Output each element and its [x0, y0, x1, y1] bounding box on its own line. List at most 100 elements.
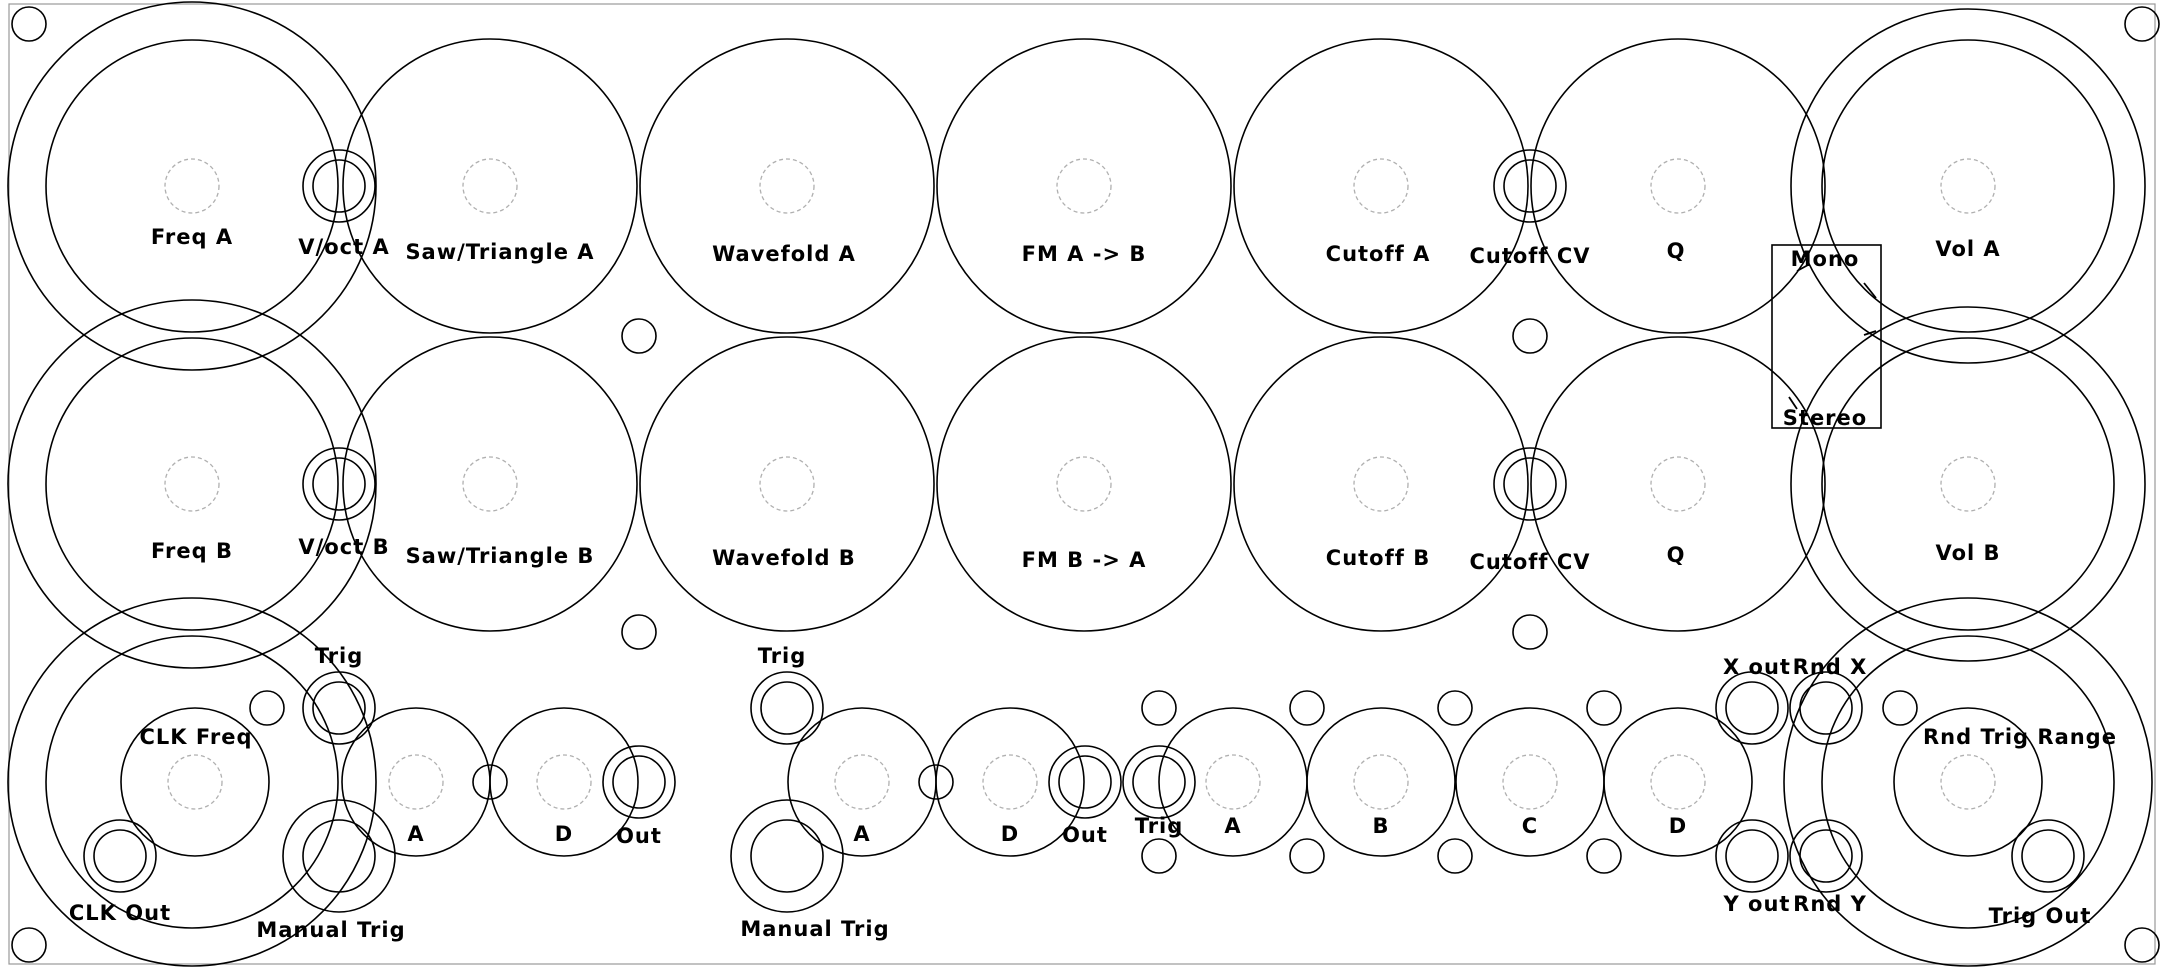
led-row2-right — [1512, 614, 1548, 650]
knob-rnd-trig-range[interactable] — [1893, 707, 2043, 857]
knob-seq-b[interactable] — [1306, 707, 1456, 857]
label-env1-out: Out — [616, 824, 662, 848]
mounting-hole-bottom-right — [2124, 927, 2160, 963]
label-env2-d: D — [1001, 822, 1019, 846]
knob-env2-decay[interactable] — [935, 707, 1085, 857]
panel-outline — [8, 3, 2156, 965]
jack-y-out[interactable] — [1715, 819, 1789, 893]
label-cutoff-b: Cutoff B — [1326, 546, 1430, 570]
jack-clk-out[interactable] — [83, 819, 157, 893]
knob-clk-freq[interactable] — [120, 707, 270, 857]
knob-saw-triangle-b[interactable] — [342, 336, 638, 632]
label-y-out: Y out — [1723, 892, 1791, 916]
led-row2-left — [621, 614, 657, 650]
knob-cutoff-b[interactable] — [1233, 336, 1529, 632]
led-clk — [249, 690, 285, 726]
knob-fm-b-to-a[interactable] — [936, 336, 1232, 632]
jack-trig-out[interactable] — [2011, 819, 2085, 893]
knob-seq-d[interactable] — [1603, 707, 1753, 857]
knob-rnd-trig-range-outer — [1783, 597, 2153, 967]
mounting-hole-bottom-left — [11, 927, 47, 963]
label-q-top: Q — [1667, 239, 1686, 263]
knob-q-b[interactable] — [1530, 336, 1826, 632]
label-freq-a: Freq A — [151, 225, 233, 249]
knob-wavefold-a[interactable] — [639, 38, 935, 334]
label-env1-d: D — [555, 822, 573, 846]
led-seq-bc-bottom — [1437, 838, 1473, 874]
label-mono: Mono — [1791, 247, 1860, 271]
knob-fm-a-to-b[interactable] — [936, 38, 1232, 334]
switch-mono-stereo[interactable] — [1771, 244, 1882, 429]
knob-freq-a[interactable] — [7, 1, 377, 371]
label-wavefold-b: Wavefold B — [712, 546, 856, 570]
label-voct-b: V/oct B — [298, 535, 389, 559]
label-freq-b: Freq B — [151, 539, 233, 563]
mounting-hole-top-left — [11, 6, 47, 42]
led-seq-trig-top — [1141, 690, 1177, 726]
button-manual-trig-1[interactable] — [282, 799, 396, 913]
label-seq-c: C — [1522, 814, 1538, 838]
jack-rnd-x[interactable] — [1789, 671, 1863, 745]
label-trig-out: Trig Out — [1989, 904, 2092, 928]
label-fm-a-to-b: FM A -> B — [1022, 242, 1147, 266]
button-manual-trig-2[interactable] — [730, 799, 844, 913]
label-vol-b: Vol B — [1935, 541, 2000, 565]
label-cutoff-cv-top: Cutoff CV — [1469, 244, 1590, 268]
knob-vol-a[interactable] — [1790, 8, 2146, 364]
jack-voct-b[interactable] — [302, 447, 376, 521]
led-rnd — [1882, 690, 1918, 726]
label-vol-a: Vol A — [1935, 237, 2000, 261]
label-env2-out: Out — [1062, 823, 1108, 847]
label-cutoff-a: Cutoff A — [1326, 242, 1431, 266]
knob-q-a[interactable] — [1530, 38, 1826, 334]
label-manual-trig-2: Manual Trig — [740, 917, 889, 941]
label-seq-a: A — [1224, 814, 1241, 838]
led-env2 — [918, 764, 954, 800]
label-cutoff-cv-bottom: Cutoff CV — [1469, 550, 1590, 574]
label-manual-trig-1: Manual Trig — [256, 918, 405, 942]
jack-env2-out[interactable] — [1048, 745, 1122, 819]
jack-cutoff-cv-b[interactable] — [1493, 447, 1567, 521]
knob-clk-freq-outer — [7, 597, 377, 967]
led-row1-right — [1512, 318, 1548, 354]
label-stereo: Stereo — [1783, 406, 1867, 430]
label-saw-triangle-a: Saw/Triangle A — [405, 240, 594, 264]
label-trig-2: Trig — [758, 644, 807, 668]
label-trig-1: Trig — [315, 644, 364, 668]
led-seq-ab-bottom — [1289, 838, 1325, 874]
label-seq-d: D — [1669, 814, 1687, 838]
jack-trig-2[interactable] — [750, 671, 824, 745]
knob-cutoff-a[interactable] — [1233, 38, 1529, 334]
jack-rnd-y[interactable] — [1789, 819, 1863, 893]
label-rnd-x: Rnd X — [1793, 655, 1868, 679]
label-saw-triangle-b: Saw/Triangle B — [406, 544, 595, 568]
jack-env1-out[interactable] — [602, 745, 676, 819]
led-seq-cd-bottom — [1586, 838, 1622, 874]
label-wavefold-a: Wavefold A — [712, 242, 856, 266]
jack-trig-1[interactable] — [302, 671, 376, 745]
knob-vol-b[interactable] — [1790, 306, 2146, 662]
jack-cutoff-cv-a[interactable] — [1493, 149, 1567, 223]
label-seq-b: B — [1372, 814, 1389, 838]
label-clk-freq: CLK Freq — [139, 725, 252, 749]
label-fm-b-to-a: FM B -> A — [1022, 548, 1147, 572]
label-env1-a: A — [407, 822, 424, 846]
led-seq-trig-bottom — [1141, 838, 1177, 874]
led-row1-left — [621, 318, 657, 354]
knob-env1-decay[interactable] — [489, 707, 639, 857]
label-clk-out: CLK Out — [69, 901, 171, 925]
label-voct-a: V/oct A — [298, 235, 389, 259]
label-rnd-trig-range: Rnd Trig Range — [1923, 725, 2117, 749]
led-seq-cd-top — [1586, 690, 1622, 726]
knob-saw-triangle-a[interactable] — [342, 38, 638, 334]
jack-x-out[interactable] — [1715, 671, 1789, 745]
label-env2-a: A — [853, 822, 870, 846]
jack-seq-trig[interactable] — [1122, 745, 1196, 819]
label-seq-trig: Trig — [1135, 814, 1184, 838]
knob-freq-b[interactable] — [7, 299, 377, 669]
knob-wavefold-b[interactable] — [639, 336, 935, 632]
led-env1 — [472, 764, 508, 800]
jack-voct-a[interactable] — [302, 149, 376, 223]
led-seq-bc-top — [1437, 690, 1473, 726]
